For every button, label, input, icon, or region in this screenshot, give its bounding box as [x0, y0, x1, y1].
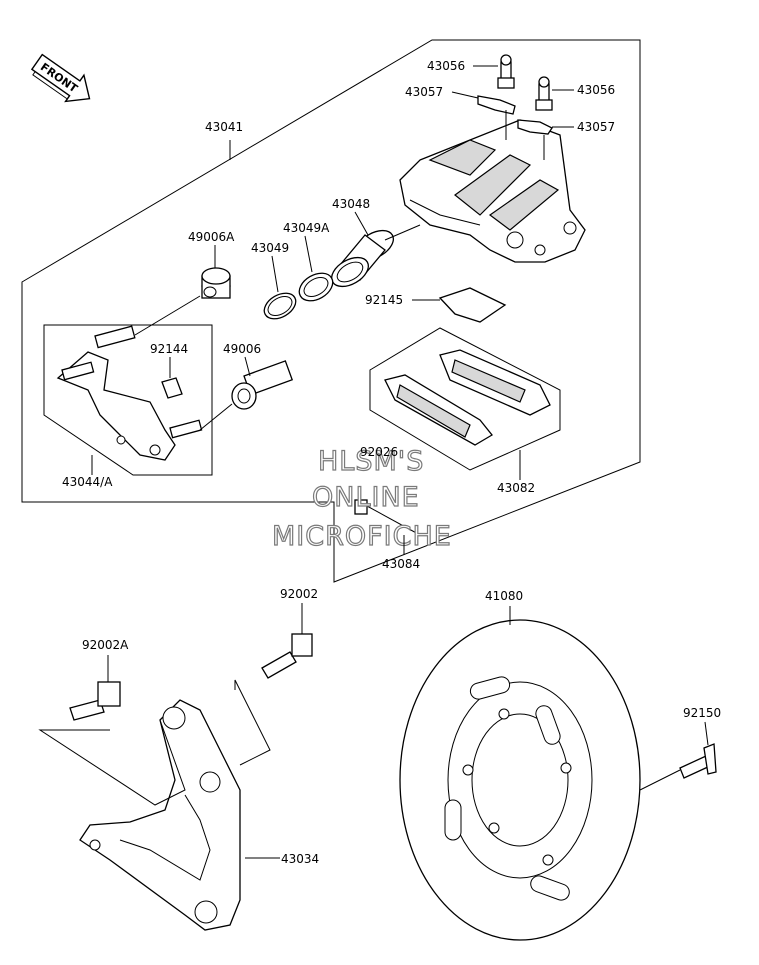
label-43057-b: 43057 [577, 120, 615, 134]
anti-rattle-spring [438, 287, 507, 323]
label-43034: 43034 [281, 852, 319, 866]
label-92145: 92145 [365, 293, 403, 307]
label-43057-a: 43057 [405, 85, 443, 99]
label-49006: 49006 [223, 342, 261, 356]
label-43056-a: 43056 [427, 59, 465, 73]
rotor-bracket [79, 699, 241, 931]
svg-text:ONLINE: ONLINE [312, 482, 420, 513]
caliper-body [399, 119, 586, 263]
bolt-92150 [679, 743, 717, 779]
part-labels: 43056 43056 43057 43057 43041 43048 4900… [62, 59, 721, 866]
caliper-assembly-outline [21, 39, 641, 583]
svg-text:HLSM'S: HLSM'S [318, 446, 424, 477]
label-92002: 92002 [280, 587, 318, 601]
front-arrow-icon: FRONT [30, 53, 91, 103]
bracket-group-outline [43, 324, 213, 476]
bleeder-valve-1 [497, 54, 515, 89]
bleeder-cap-2 [517, 119, 553, 135]
label-43082: 43082 [497, 481, 535, 495]
brake-disc [399, 619, 641, 941]
label-92002a: 92002A [82, 638, 129, 652]
bolt-92002 [261, 633, 313, 679]
bleeder-cap-1 [477, 95, 516, 115]
boot-49006 [231, 360, 294, 410]
label-43084: 43084 [382, 557, 420, 571]
svg-text:MICROFICHE: MICROFICHE [272, 521, 452, 552]
pad-pin [354, 499, 421, 536]
label-43041: 43041 [205, 120, 243, 134]
boot-49006a [201, 267, 231, 299]
label-43049: 43049 [251, 241, 289, 255]
label-43048: 43048 [332, 197, 370, 211]
label-43044a: 43044/A [62, 475, 113, 489]
label-92144: 92144 [150, 342, 188, 356]
pad-group-outline [369, 327, 561, 471]
label-92150: 92150 [683, 706, 721, 720]
brake-pads [384, 349, 551, 446]
pad-spring [161, 377, 183, 399]
label-41080: 41080 [485, 589, 523, 603]
caliper-bracket [56, 325, 203, 461]
watermark: HLSM'S ONLINE MICROFICHE [271, 445, 452, 552]
label-43049a: 43049A [283, 221, 330, 235]
label-49006a: 49006A [188, 230, 235, 244]
label-43056-b: 43056 [577, 83, 615, 97]
bolt-92002a [69, 681, 121, 721]
bleeder-valve-2 [535, 76, 553, 111]
label-92026: 92026 [360, 445, 398, 459]
piston [331, 229, 394, 288]
